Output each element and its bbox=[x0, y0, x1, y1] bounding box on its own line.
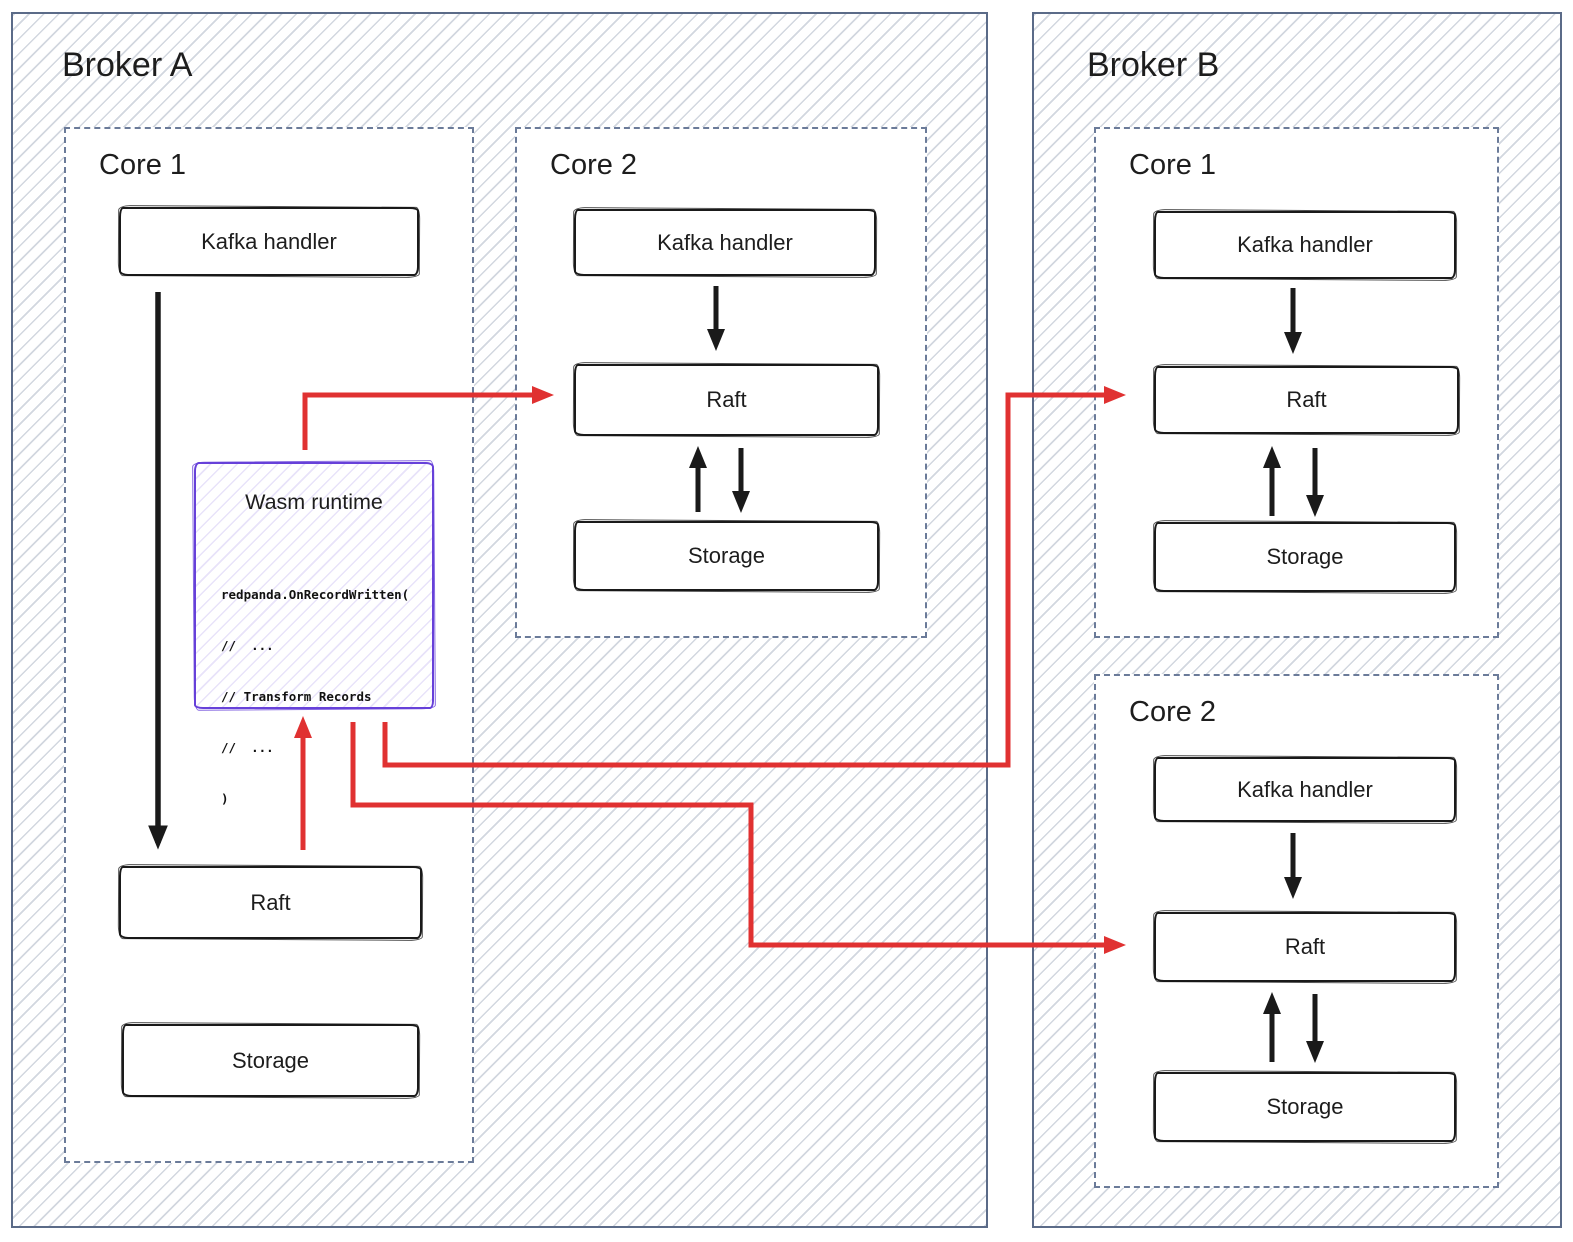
broker-b-container: Broker B Core 1 Kafka handler Raft Stora… bbox=[1032, 12, 1562, 1228]
storage-label: Storage bbox=[1266, 544, 1344, 569]
code-line: // Transform Records bbox=[221, 689, 372, 704]
broker-a-container: Broker A Core 1 Kafka handler Wasm runti… bbox=[11, 12, 988, 1228]
wasm-runtime-box: Wasm runtime redpanda.OnRecordWritten( /… bbox=[194, 462, 434, 806]
broker-b-title: Broker B bbox=[1087, 46, 1220, 84]
code-line: redpanda.OnRecordWritten( bbox=[221, 587, 410, 602]
kafka-handler-label: Kafka handler bbox=[201, 228, 337, 254]
storage-label: Storage bbox=[231, 1047, 310, 1073]
broker-a-core-1: Core 1 Kafka handler Wasm runtime redpan… bbox=[64, 127, 474, 1163]
broker-b-core-1-kafka-handler-box: Kafka handler bbox=[1154, 211, 1456, 279]
broker-b-core-1: Core 1 Kafka handler Raft Storage bbox=[1094, 127, 1499, 638]
broker-a-core-2: Core 2 Kafka handler Raft Storage bbox=[515, 127, 927, 638]
kafka-handler-label: Kafka handler bbox=[1237, 776, 1373, 802]
storage-label: Storage bbox=[687, 543, 766, 568]
broker-a-core-2-kafka-handler-box: Kafka handler bbox=[574, 209, 876, 276]
broker-b-core-2: Core 2 Kafka handler Raft Storage bbox=[1094, 674, 1499, 1188]
broker-a-title: Broker A bbox=[62, 46, 193, 84]
broker-a-core-1-storage-box: Storage bbox=[122, 1024, 419, 1097]
broker-b-core-1-storage-box: Storage bbox=[1154, 522, 1456, 592]
code-line: ) bbox=[221, 791, 229, 806]
wasm-runtime-title: Wasm runtime bbox=[245, 490, 383, 514]
broker-a-core-1-raft-box: Raft bbox=[119, 866, 422, 939]
wasm-code-snippet: redpanda.OnRecordWritten( // ... // Tran… bbox=[221, 552, 409, 841]
broker-a-core-2-raft-box: Raft bbox=[574, 364, 879, 436]
code-line: // ... bbox=[221, 638, 274, 653]
broker-b-core-2-storage-box: Storage bbox=[1154, 1072, 1456, 1142]
kafka-handler-label: Kafka handler bbox=[657, 229, 793, 255]
code-line: // ... bbox=[221, 740, 274, 755]
raft-label: Raft bbox=[706, 387, 747, 412]
kafka-handler-label: Kafka handler bbox=[1237, 232, 1373, 257]
broker-a-core-2-storage-box: Storage bbox=[574, 521, 879, 591]
broker-a-core-1-label: Core 1 bbox=[99, 149, 187, 181]
raft-label: Raft bbox=[250, 889, 291, 915]
broker-b-core-2-label: Core 2 bbox=[1129, 696, 1217, 728]
raft-label: Raft bbox=[1286, 387, 1327, 412]
broker-b-core-1-raft-box: Raft bbox=[1154, 366, 1459, 434]
storage-label: Storage bbox=[1266, 1094, 1344, 1119]
broker-b-core-1-label: Core 1 bbox=[1129, 149, 1217, 181]
broker-a-core-1-kafka-handler-box: Kafka handler bbox=[119, 207, 419, 276]
broker-b-core-2-kafka-handler-box: Kafka handler bbox=[1154, 757, 1456, 822]
raft-label: Raft bbox=[1284, 934, 1326, 959]
broker-b-core-2-raft-box: Raft bbox=[1154, 912, 1456, 982]
broker-a-core-2-label: Core 2 bbox=[550, 149, 638, 181]
